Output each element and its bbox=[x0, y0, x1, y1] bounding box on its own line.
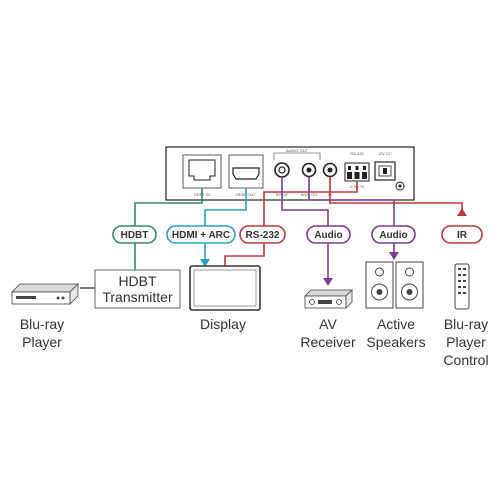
receiver-unit: HDBT IN HDMI OUT AUDIO OUT S/PDIF ANALOG bbox=[165, 146, 415, 201]
bluray-player: Blu-ray Player bbox=[11, 283, 79, 350]
bluray-control: Blu-ray Player Control bbox=[443, 263, 489, 368]
svg-text:Audio: Audio bbox=[314, 230, 342, 241]
speakers-label-1: Active bbox=[377, 316, 415, 332]
svg-text:HDMI + ARC: HDMI + ARC bbox=[172, 230, 230, 241]
svg-text:RS-232: RS-232 bbox=[246, 230, 280, 241]
display-icon bbox=[189, 265, 261, 311]
speakers-label-2: Speakers bbox=[366, 334, 425, 350]
display-label: Display bbox=[200, 316, 246, 332]
display-device: Display bbox=[189, 265, 261, 332]
receiver-label-2: Receiver bbox=[300, 334, 356, 350]
pill-hdmi-arc: HDMI + ARC bbox=[166, 225, 236, 244]
hdbt-transmitter: HDBT Transmitter bbox=[94, 269, 181, 309]
active-speakers: Active Speakers bbox=[365, 261, 426, 350]
svg-text:IR: IR bbox=[457, 230, 468, 241]
pill-audio-2: Audio bbox=[371, 225, 416, 244]
receiver-label-1: AV bbox=[319, 316, 337, 332]
control-label-1: Blu-ray bbox=[444, 316, 488, 332]
power-connector: 12V DC bbox=[374, 151, 405, 191]
rs232-header: RS-232 bbox=[350, 151, 364, 156]
speakers-icon bbox=[365, 261, 424, 309]
hdbt-in-port: HDBT IN bbox=[182, 154, 222, 197]
transmitter-label-2: Transmitter bbox=[102, 289, 173, 305]
rs232-cable bbox=[224, 181, 358, 266]
ir-arrow-icon bbox=[457, 208, 467, 216]
svg-text:Audio: Audio bbox=[379, 230, 407, 241]
av-receiver: AV Receiver bbox=[300, 289, 356, 350]
svg-text:HDBT: HDBT bbox=[121, 230, 149, 241]
power-header: 12V DC bbox=[378, 151, 392, 156]
transmitter-label-1: HDBT bbox=[118, 273, 157, 289]
pill-audio-1: Audio bbox=[306, 225, 351, 244]
pill-ir: IR bbox=[441, 225, 483, 244]
control-label-2: Player bbox=[446, 334, 486, 350]
ir-cable bbox=[329, 177, 463, 210]
remote-control-icon bbox=[454, 263, 470, 310]
audio-cable-1 bbox=[281, 177, 329, 284]
bluray-label-2: Player bbox=[22, 334, 62, 350]
hdmi-arrow-icon bbox=[200, 259, 210, 267]
pill-rs232: RS-232 bbox=[239, 225, 286, 244]
bluray-label-1: Blu-ray bbox=[20, 316, 64, 332]
audio-out-header: AUDIO OUT bbox=[286, 148, 309, 153]
av-receiver-icon bbox=[304, 289, 353, 309]
audio-arrow-2-icon bbox=[389, 252, 399, 260]
hdmi-out-port: HDMI OUT bbox=[228, 154, 264, 197]
pill-hdbt: HDBT bbox=[112, 225, 157, 244]
bluray-player-icon bbox=[11, 283, 79, 305]
control-label-3: Control bbox=[443, 352, 488, 368]
audio-arrow-1-icon bbox=[323, 278, 333, 286]
